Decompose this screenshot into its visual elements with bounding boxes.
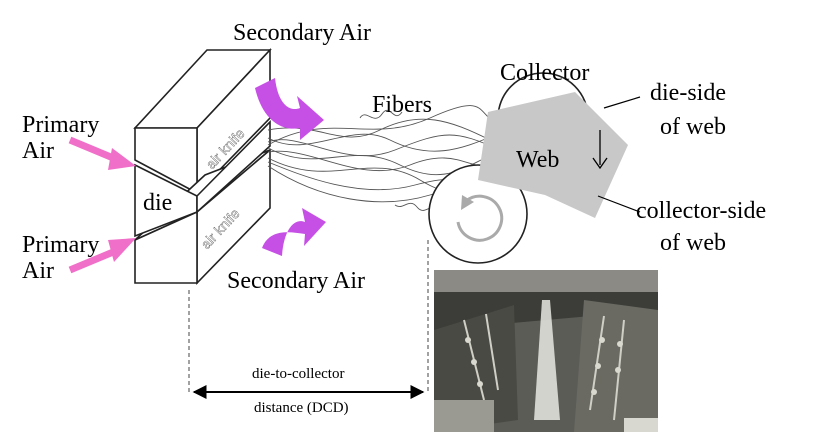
secondary-air-top-arrow xyxy=(255,78,324,140)
meltblowing-die-photo xyxy=(434,270,658,432)
die-body xyxy=(134,120,271,238)
rotation-arrow-icon xyxy=(456,194,504,242)
die-side-leader xyxy=(603,96,641,109)
dcd-label-line1: die-to-collector xyxy=(252,366,345,382)
primary-air-top-arrow xyxy=(68,136,136,170)
secondary-air-bottom-arrow xyxy=(262,208,326,256)
primary-air-top-label: Primary Air xyxy=(22,112,100,164)
collector-side-label-line2: of web xyxy=(660,230,726,256)
upper-air-knife-block xyxy=(133,47,272,195)
die-label: die xyxy=(143,190,173,216)
primary-air-bottom-arrow xyxy=(68,238,136,274)
dcd-label-line2: distance (DCD) xyxy=(254,400,349,416)
collector-side-leader xyxy=(597,195,641,213)
secondary-air-top-label: Secondary Air xyxy=(233,20,371,46)
fibers-label: Fibers xyxy=(372,92,432,118)
web-label: Web xyxy=(516,147,560,173)
web-sheet xyxy=(478,92,628,218)
die-side-label-line2: of web xyxy=(660,114,726,140)
collector-bottom-roll xyxy=(428,164,528,264)
primary-air-bottom-label: Primary Air xyxy=(22,232,100,284)
collector-side-label-line1: collector-side xyxy=(636,198,767,224)
collector-label: Collector xyxy=(500,60,590,86)
die-side-label-line1: die-side xyxy=(650,80,726,106)
secondary-air-bottom-label: Secondary Air xyxy=(227,268,365,294)
